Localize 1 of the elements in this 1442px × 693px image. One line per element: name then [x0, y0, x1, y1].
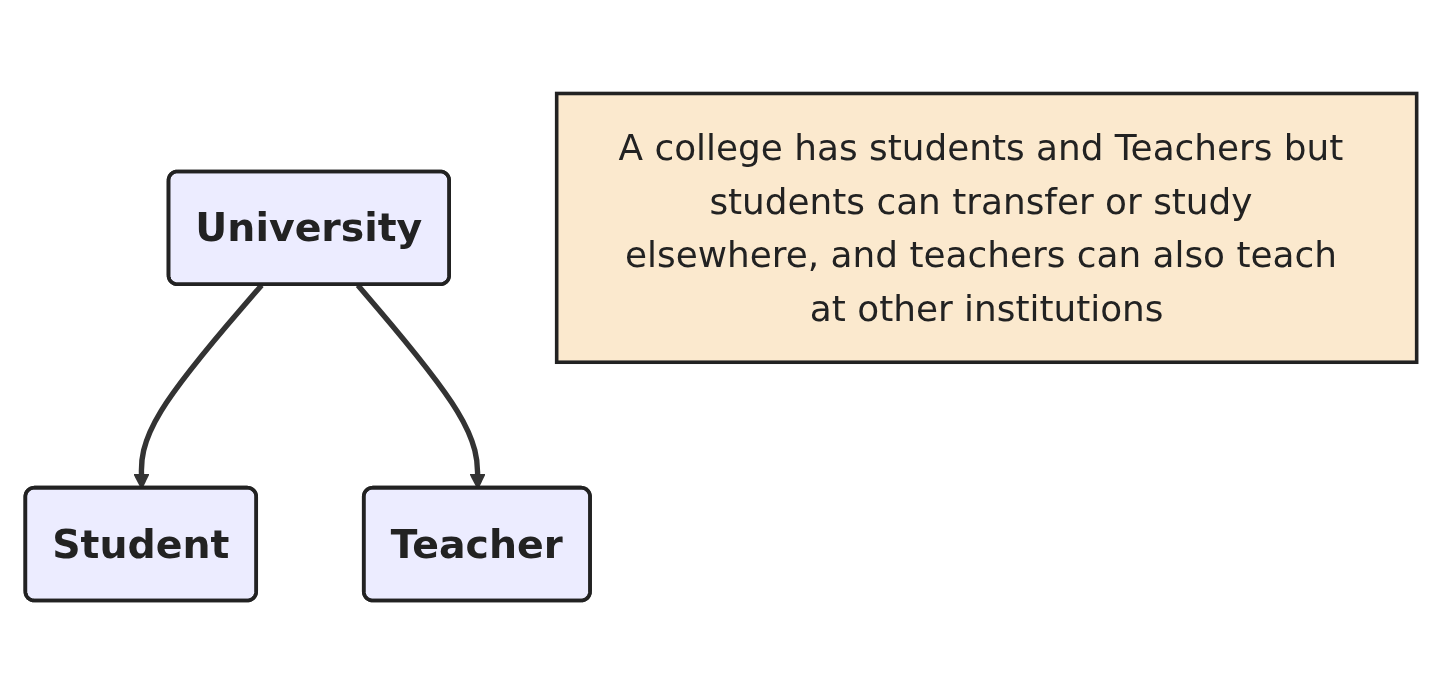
- node-box: A college has students and Teachers but students can transfer or study elsewhere, and teachers can also teach at other institutions: [554, 91, 1419, 364]
